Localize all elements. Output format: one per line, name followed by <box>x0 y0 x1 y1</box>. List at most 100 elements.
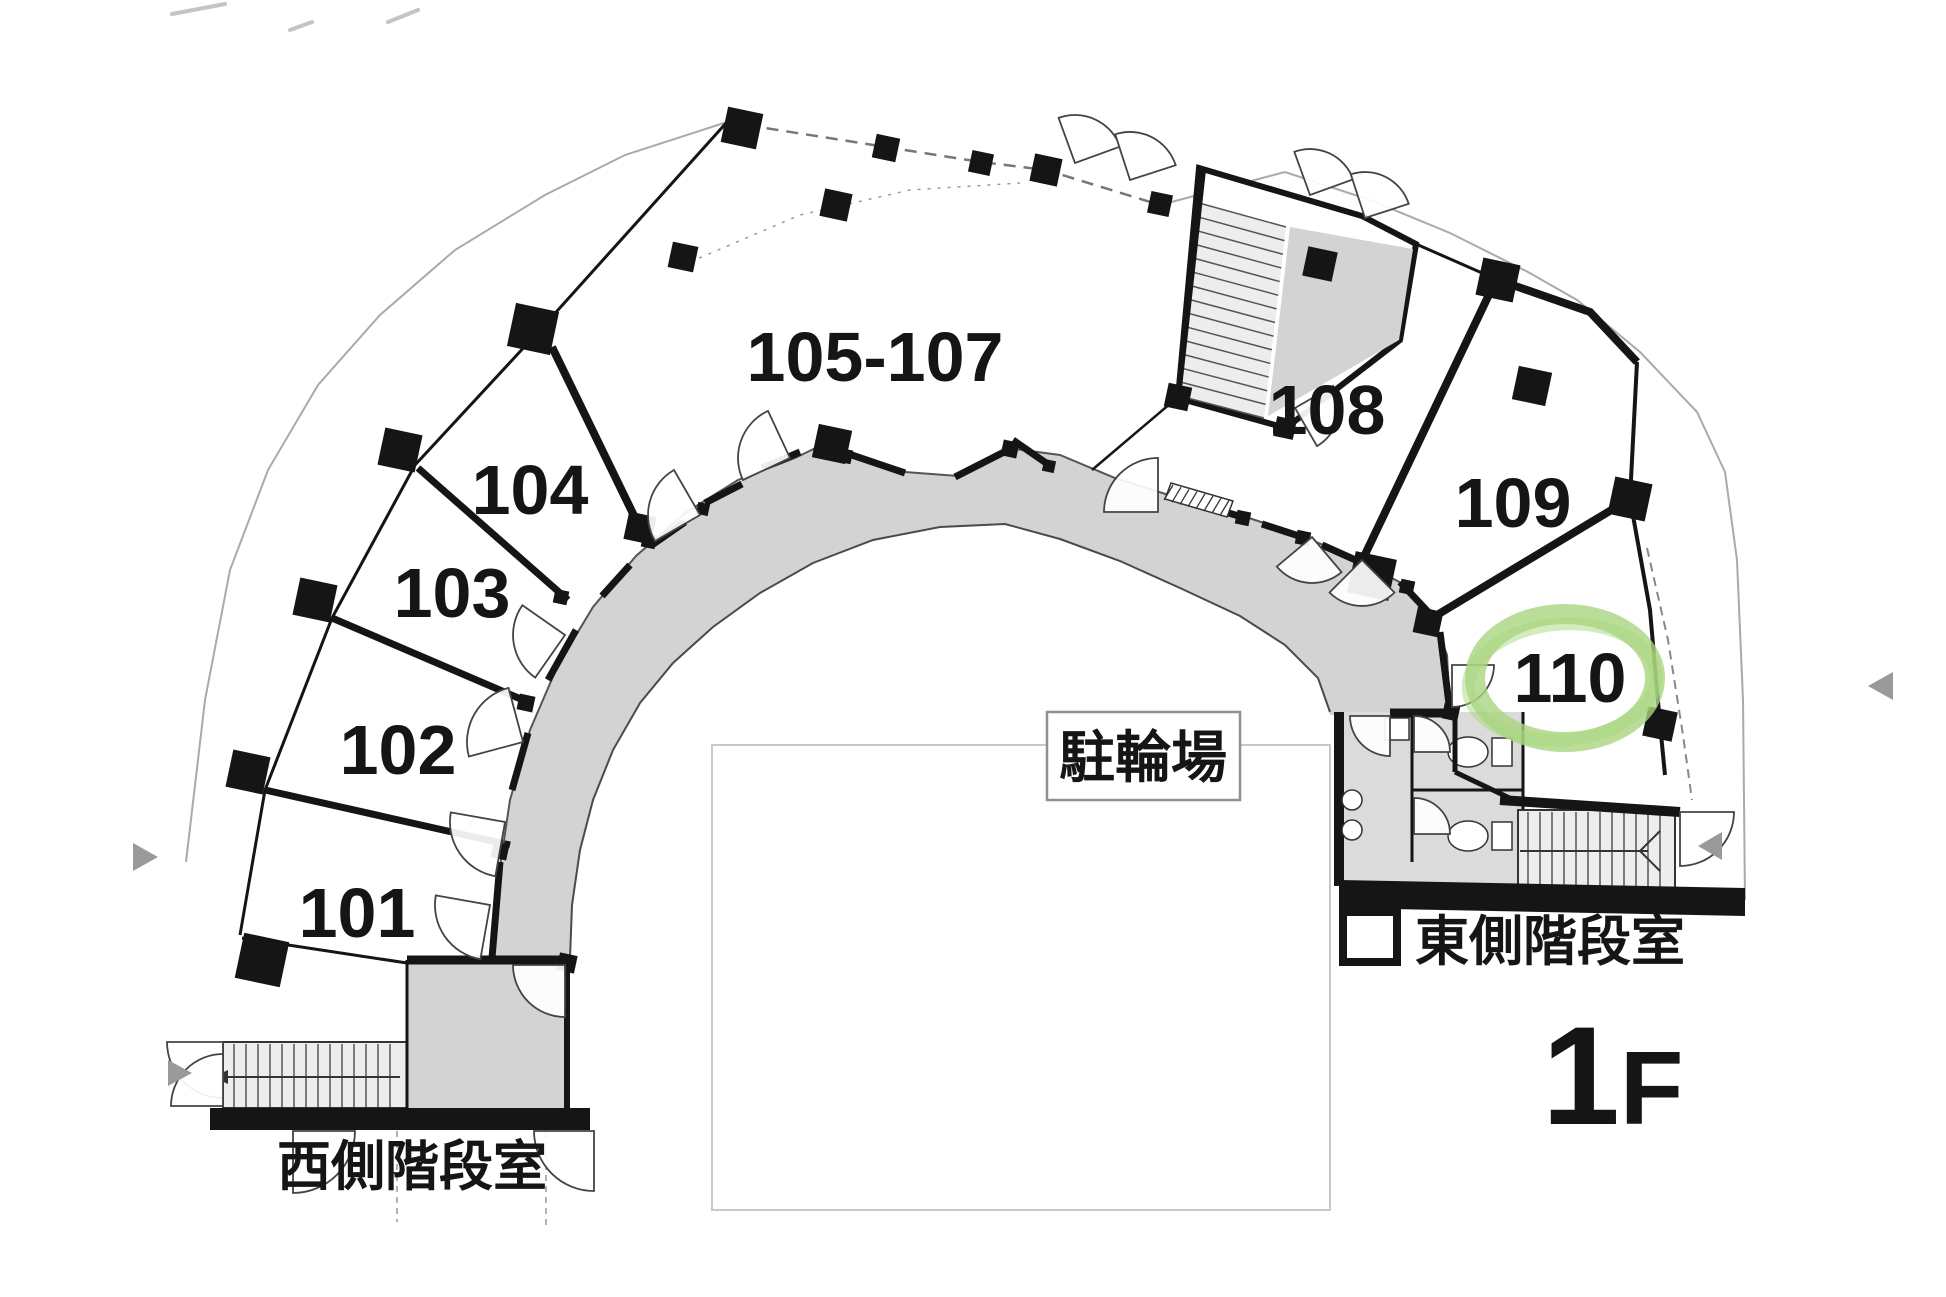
door-arc <box>1349 171 1410 220</box>
column-marker <box>1412 606 1444 638</box>
hatch-line <box>1171 486 1182 503</box>
divider-109-110 <box>1429 496 1631 622</box>
door-arc <box>292 1130 356 1194</box>
tread-line <box>1182 367 1268 392</box>
tread-line <box>1190 284 1277 310</box>
hatch-line <box>1203 495 1214 512</box>
room-label-104: 104 <box>472 451 589 529</box>
outer-wall-west <box>238 120 729 936</box>
toilet-tank <box>1491 821 1513 851</box>
column-marker <box>871 133 901 163</box>
hatch-line <box>1195 493 1206 510</box>
door-arc <box>1413 797 1451 835</box>
column-marker <box>506 302 560 356</box>
column-marker <box>1398 578 1416 596</box>
tread-line <box>1196 229 1284 256</box>
tread-line <box>1194 243 1282 269</box>
east-stairwell-label: 東側階段室 <box>1415 912 1685 972</box>
tread-line <box>1185 340 1271 365</box>
entry-hatch-strip <box>1163 482 1234 518</box>
room-label-103: 103 <box>394 554 511 632</box>
column-marker <box>1511 365 1553 407</box>
column-marker <box>1163 382 1193 412</box>
central-stair-treads <box>1179 202 1287 419</box>
west-bottom-wall <box>210 1108 590 1130</box>
column-marker <box>1029 153 1063 187</box>
west-stairs <box>222 1041 408 1109</box>
door-arc <box>512 603 567 679</box>
tread-line <box>1183 353 1269 378</box>
highlight-circle <box>1461 604 1665 752</box>
column-marker <box>967 149 995 177</box>
room109-top-wall <box>1496 276 1640 365</box>
room-label-105-107: 105-107 <box>747 318 1004 396</box>
hatch-line <box>1179 489 1190 505</box>
door-arc <box>170 1053 224 1107</box>
door-arc <box>1328 558 1396 607</box>
room-label-101: 101 <box>299 874 416 952</box>
arrow-east-stairs <box>1698 832 1722 860</box>
column-marker <box>720 106 764 150</box>
sink <box>1341 789 1363 811</box>
divider-103-104 <box>415 465 571 603</box>
column-marker <box>1000 439 1020 459</box>
door-arc <box>1293 384 1340 448</box>
column-marker <box>1273 416 1297 440</box>
door-arc <box>512 964 566 1018</box>
column-marker <box>836 447 854 465</box>
east-pillar-outline <box>1339 908 1401 966</box>
door-arc <box>1413 715 1451 753</box>
room-label-110: 110 <box>1514 639 1627 717</box>
site-line-top-dashed <box>726 120 1161 207</box>
inner-dotted-line <box>689 182 1021 263</box>
column-marker <box>1041 458 1057 474</box>
door-arc <box>1293 148 1355 197</box>
tread-line <box>1187 312 1274 337</box>
door-arc <box>1349 715 1391 757</box>
column-marker <box>1302 246 1338 282</box>
room-label-109: 109 <box>1455 464 1572 542</box>
arrow-east-edge <box>1868 672 1893 700</box>
entry-partition-thin <box>1091 396 1179 471</box>
door-arc <box>1275 535 1343 584</box>
tread-line <box>1189 298 1276 324</box>
column-marker <box>292 577 338 623</box>
corridor <box>492 441 1450 958</box>
door-arc <box>737 409 792 482</box>
door-arc <box>1057 114 1122 165</box>
corridor-inner-edge <box>569 522 1331 959</box>
hatch-line <box>1163 484 1174 501</box>
tread-line <box>1197 216 1285 242</box>
hatch-line <box>1187 491 1198 507</box>
tread-line <box>1198 202 1287 228</box>
door-arc <box>647 468 702 543</box>
door-arc <box>1103 457 1159 513</box>
divider-108-109 <box>1356 280 1499 567</box>
room109-right-wall <box>1628 361 1639 500</box>
column-marker <box>1475 257 1521 303</box>
stairblock-left-wall <box>1175 169 1206 398</box>
toilet-fixtures <box>1341 717 1513 852</box>
door-arc <box>466 686 525 758</box>
door-arcs <box>166 114 1735 1194</box>
divider-104-105 <box>548 345 644 530</box>
column-marker <box>377 427 423 473</box>
hatch-line <box>1219 500 1230 516</box>
tread-line <box>1179 395 1265 419</box>
west-stair-treads <box>233 1044 391 1107</box>
column-marker <box>225 749 271 795</box>
columns <box>225 106 1678 988</box>
room110-step-wall <box>1453 769 1522 806</box>
tread-line <box>1193 257 1280 283</box>
floor-label: 1F <box>1542 997 1683 1154</box>
toilet-bowl <box>1447 820 1489 852</box>
tread-line <box>1192 271 1279 296</box>
divider-102-103 <box>330 614 532 707</box>
column-marker <box>1146 190 1174 218</box>
hatch-line <box>1211 497 1222 514</box>
door-arc <box>1114 131 1177 182</box>
sink <box>1341 819 1363 841</box>
column-marker <box>1234 509 1252 527</box>
entrance-arrows <box>133 672 1893 1086</box>
